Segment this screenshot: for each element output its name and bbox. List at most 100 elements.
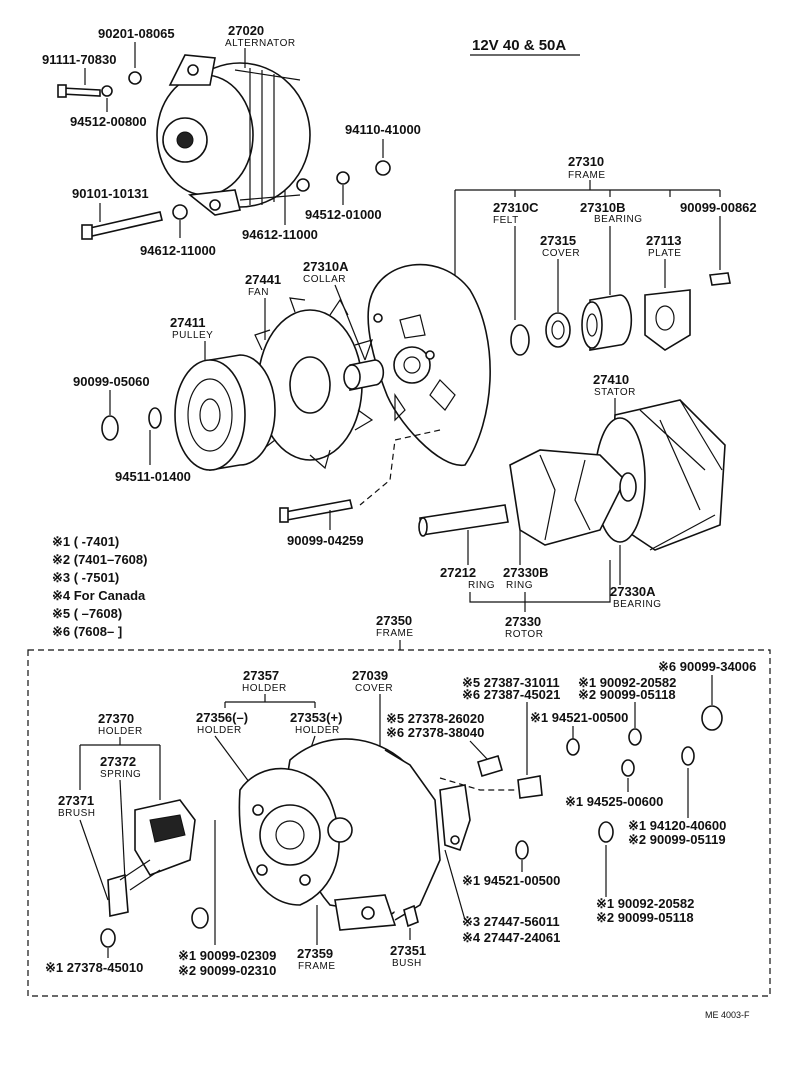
insulator-27378 [477,755,503,777]
label-94612-11000-left: 94612-11000 [140,243,216,258]
label-27310B-name: BEARING [594,214,643,225]
label-27310A: 27310A [303,259,349,274]
label-90099-05060: 90099-05060 [73,374,150,389]
label-27020-name: ALTERNATOR [225,38,296,49]
rotor-27330 [418,449,637,546]
nut-27378-45010 [100,928,116,948]
label-27370: 27370 [98,711,134,726]
label-27350: 27350 [376,613,412,628]
label-27372-name: SPRING [100,769,141,780]
label-27039-name: COVER [355,683,393,694]
bolt-91111-70830 [61,87,101,97]
label-94512-01000: 94512-01000 [305,207,382,222]
label-27330A: 27330A [610,584,656,599]
label-90092-20582-top: ※1 90092-20582 [578,675,676,690]
label-90099-05119: ※2 90099-05119 [628,832,726,847]
label-27039: 27039 [352,668,388,683]
terminal-27387 [517,775,543,799]
label-27411-name: PULLEY [172,330,213,341]
label-27351: 27351 [390,943,426,958]
label-27310C: 27310C [493,200,539,215]
label-90099-05118-bottom: ※2 90099-05118 [596,910,694,925]
footnotes: ※1 ( -7401) ※2 (7401–7608) ※3 ( -7501) ※… [52,534,147,639]
label-27113-name: PLATE [648,248,681,259]
label-94512-00800: 94512-00800 [70,114,147,129]
label-27371-name: BRUSH [58,808,96,819]
label-94612-11000-right: 94612-11000 [242,227,318,242]
washer-90092-20582-top [628,728,642,746]
washer-94511-01400 [148,407,162,429]
label-90101-10131: 90101-10131 [72,186,149,201]
label-27410-name: STATOR [594,387,636,398]
washer-94525-00600 [621,759,635,777]
label-27315-name: COVER [542,248,580,259]
label-90099-02310: ※2 90099-02310 [178,963,276,978]
note-6: ※6 (7608– ] [52,624,122,639]
felt-27310C [510,324,530,356]
label-27310C-name: FELT [493,215,519,226]
label-90092-20582-bottom: ※1 90092-20582 [596,896,694,911]
washer-94521-00500-top [566,738,580,756]
terminal-27447 [439,784,471,852]
label-27441: 27441 [245,272,281,287]
nut-94120-40600 [681,746,695,766]
note-4: ※4 For Canada [52,588,146,603]
label-27353-name: HOLDER [295,725,340,736]
label-27410: 27410 [593,372,629,387]
label-27212: 27212 [440,565,476,580]
note-3: ※3 ( -7501) [52,570,119,585]
label-27356-name: HOLDER [197,725,242,736]
rear-frame-27359 [238,738,441,931]
label-27372: 27372 [100,754,136,769]
label-27330: 27330 [505,614,541,629]
label-27212-name: RING [468,580,495,591]
label-27387-31011: ※5 27387-31011 [462,675,560,690]
label-27350-name: FRAME [376,628,414,639]
label-27315: 27315 [540,233,576,248]
label-90099-34006: ※6 90099-34006 [658,659,756,674]
label-27330B-name: RING [506,580,533,591]
label-27378-45010: ※1 27378-45010 [45,960,143,975]
alternator-assembly [156,54,311,216]
label-91111-70830: 91111-70830 [42,52,116,67]
label-27020: 27020 [228,23,264,38]
cover-27315 [545,312,571,348]
label-94525-00600: ※1 94525-00600 [565,794,663,809]
plate-27113 [644,289,691,351]
label-27378-38040: ※6 27378-38040 [386,725,484,740]
label-27447-56011: ※3 27447-56011 [462,914,560,929]
nut-90099-34006 [701,705,723,731]
label-94120-40600: ※1 94120-40600 [628,818,726,833]
label-90099-00862: 90099-00862 [680,200,757,215]
label-27359: 27359 [297,946,333,961]
label-27371: 27371 [58,793,94,808]
label-27370-name: HOLDER [98,726,143,737]
nut-90099-02309 [191,907,209,929]
label-27330B: 27330B [503,565,549,580]
label-27330A-name: BEARING [613,599,662,610]
bolt-90099-04259 [284,499,353,521]
pulley-27411 [174,354,276,471]
note-2: ※2 (7401–7608) [52,552,147,567]
rear-frame-box [27,649,771,997]
nut-90099-05060 [101,415,119,441]
nut-90201-08065 [128,71,142,85]
label-27113: 27113 [646,233,681,248]
label-27356: 27356(–) [196,710,248,725]
label-27330-name: ROTOR [505,629,543,640]
fan-27441 [244,297,374,470]
label-90201-08065: 90201-08065 [98,26,175,41]
label-90099-05118-top: ※2 90099-05118 [578,687,676,702]
diagram-title: 12V 40 & 50A [472,37,566,54]
label-90099-04259: 90099-04259 [287,533,364,548]
label-27357-name: HOLDER [242,683,287,694]
bolt-90101-10131 [89,211,163,237]
label-94521-00500-top: ※1 94521-00500 [530,710,628,725]
washer-94612-11000-right [296,178,310,192]
screw-90099-00862 [709,272,731,286]
label-94511-01400: 94511-01400 [115,469,191,484]
label-27387-45021: ※6 27387-45021 [462,687,560,702]
label-27310A-name: COLLAR [303,274,346,285]
label-27310-name: FRAME [568,170,606,181]
